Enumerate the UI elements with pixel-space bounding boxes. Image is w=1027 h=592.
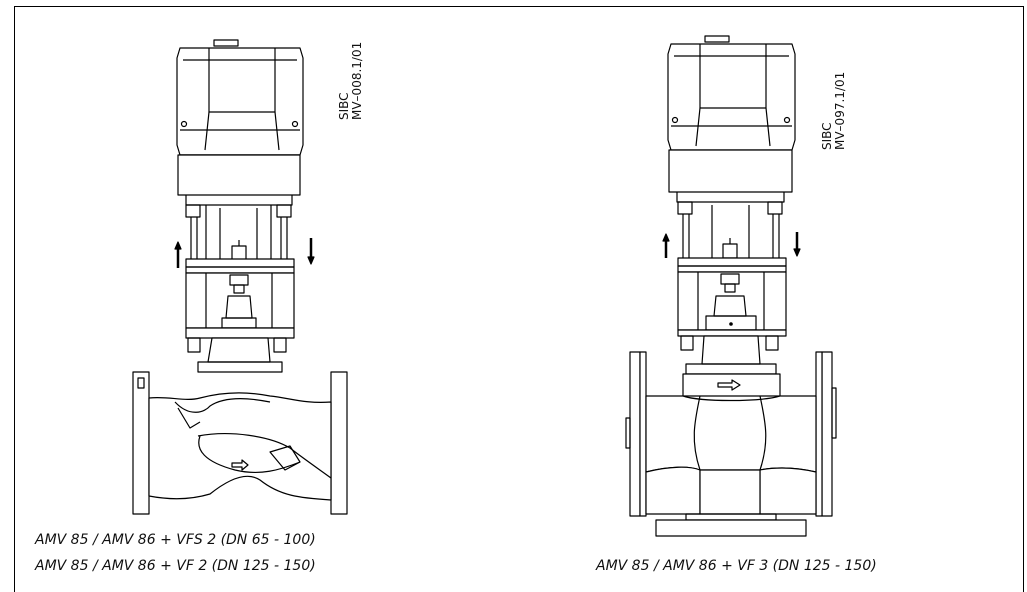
left-arrow-down-icon [308,238,314,264]
right-actuator [668,36,795,374]
left-actuator [177,40,303,372]
left-caption-line1: AMV 85 / AMV 86 + VFS 2 (DN 65 - 100) [35,532,316,548]
figure-frame [14,6,1024,592]
right-caption: AMV 85 / AMV 86 + VF 3 (DN 125 - 150) [596,558,877,574]
right-arrow-up-icon [663,234,669,258]
left-valve-body [133,372,347,514]
right-valve-body [626,352,836,536]
right-code-line1: SIBC [820,122,834,150]
right-code-line2: MV–097.1/01 [833,71,847,150]
left-code-line2: MV–008.1/01 [350,41,364,120]
left-caption-line2: AMV 85 / AMV 86 + VF 2 (DN 125 - 150) [35,558,316,574]
right-drawing-code: SIBC MV–097.1/01 [820,71,847,150]
left-drawing-code: SIBC MV–008.1/01 [337,41,364,120]
left-arrow-up-icon [175,242,181,268]
right-arrow-down-icon [794,232,800,256]
left-code-line1: SIBC [337,92,351,120]
